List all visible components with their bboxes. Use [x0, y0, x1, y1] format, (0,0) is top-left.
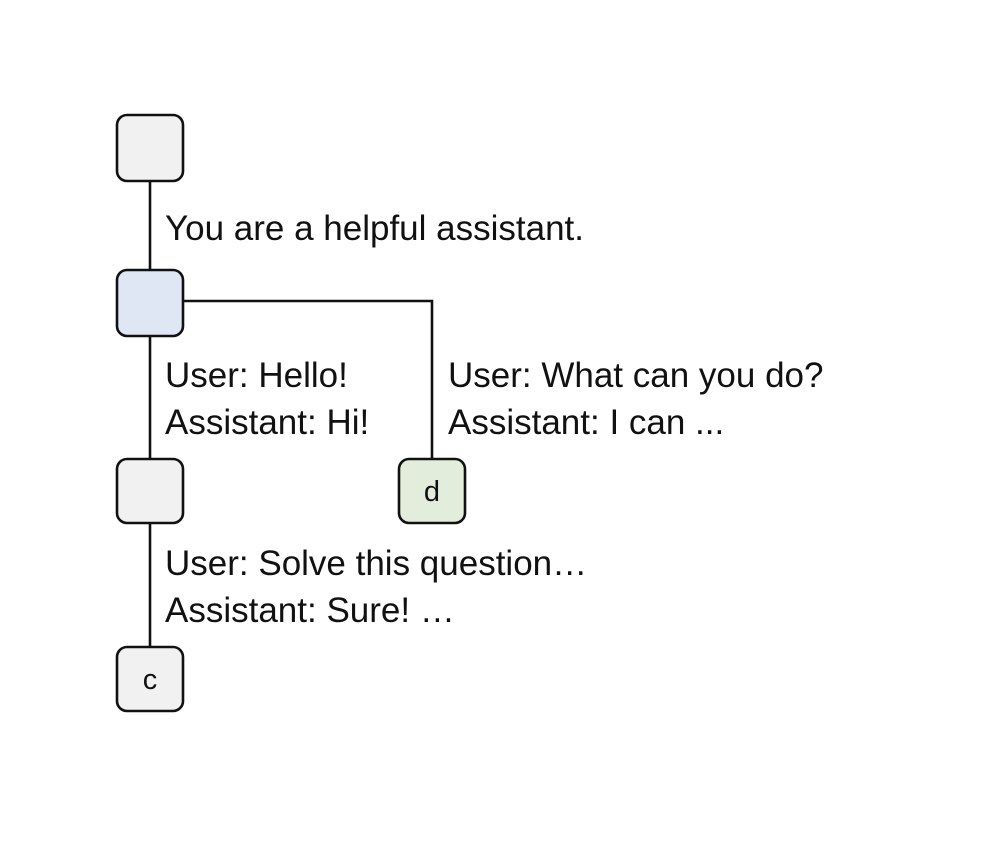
node-d-label: d	[424, 476, 440, 508]
node-mid	[115, 457, 185, 525]
node-c-label: c	[143, 664, 158, 696]
node-d: d	[397, 457, 467, 525]
node-c-box	[115, 645, 185, 713]
node-root	[115, 113, 185, 183]
node-d-box	[397, 457, 467, 525]
edge-label-solve-assistant: Assistant: Sure! …	[165, 591, 455, 630]
edge-system-to-d	[183, 299, 434, 459]
edge-label-hello-assistant: Assistant: Hi!	[165, 403, 369, 442]
edge-label-system-prompt: You are a helpful assistant.	[165, 209, 584, 248]
edge-label-what-assistant: Assistant: I can ...	[448, 403, 724, 442]
node-system	[115, 268, 185, 338]
edge-label-hello-user: User: Hello!	[165, 356, 348, 395]
node-c: c	[115, 645, 185, 713]
edge-label-solve-user: User: Solve this question…	[165, 544, 587, 583]
node-system-box	[115, 268, 185, 338]
node-root-box	[115, 113, 185, 183]
node-mid-box	[115, 457, 185, 525]
edge-label-what-user: User: What can you do?	[448, 356, 823, 395]
